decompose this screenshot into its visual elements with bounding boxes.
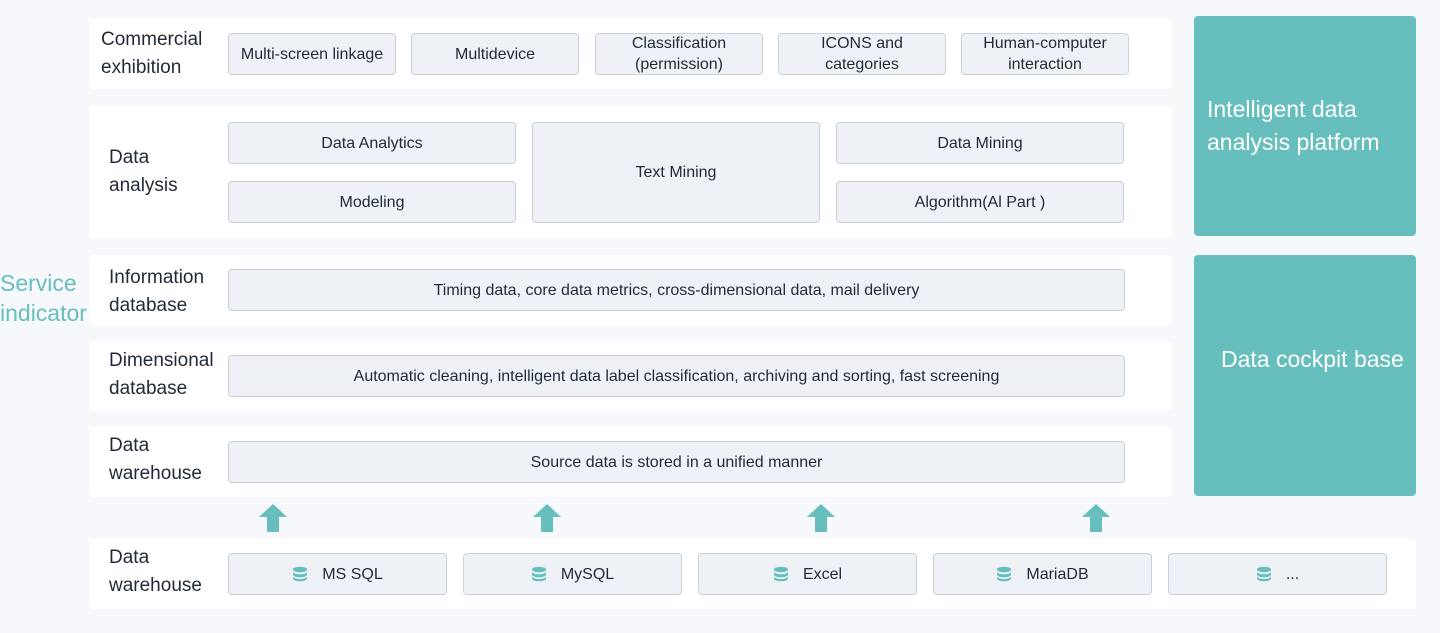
data-warehouse-label: Data warehouse xyxy=(109,435,202,484)
source-mariadb: MariaDB xyxy=(933,553,1152,595)
source-mysql-label: MySQL xyxy=(560,565,615,583)
data-cockpit-label: Data cockpit base xyxy=(1221,346,1404,372)
information-database-label: Information database xyxy=(109,267,205,316)
data-cockpit-card: Data cockpit base xyxy=(1194,255,1416,496)
database-icon xyxy=(531,566,546,582)
database-icon xyxy=(293,566,308,582)
up-arrow-icon xyxy=(1082,504,1110,532)
source-more: ... xyxy=(1168,553,1387,595)
up-arrow-icon xyxy=(807,504,835,532)
service-indicator-label: Service indicator xyxy=(0,270,87,326)
multidevice-chip: Multidevice xyxy=(411,33,579,75)
source-ms-sql: MS SQL xyxy=(228,553,447,595)
up-arrow-icon xyxy=(533,504,561,532)
dimensional-database-label: Dimensional database xyxy=(109,350,214,399)
source-excel-label: Excel xyxy=(802,565,843,583)
source-mariadb-label: MariaDB xyxy=(1026,565,1089,583)
data-sources-label: Data warehouse xyxy=(109,547,202,596)
multi-screen-linkage-chip: Multi-screen linkage xyxy=(228,33,396,75)
source-excel: Excel xyxy=(698,553,917,595)
database-icon xyxy=(773,566,788,582)
source-more-label: ... xyxy=(1285,565,1300,583)
information-database-chip: Timing data, core data metrics, cross-di… xyxy=(228,269,1125,311)
algorithm-chip: Algorithm(Al Part ) xyxy=(836,181,1124,223)
source-ms-sql-label: MS SQL xyxy=(322,565,383,583)
modeling-chip: Modeling xyxy=(228,181,516,223)
intelligent-platform-card: Intelligent data analysis platform xyxy=(1194,16,1416,236)
human-computer-chip: Human-computer interaction xyxy=(961,33,1129,75)
database-icon xyxy=(997,566,1012,582)
classification-chip: Classification (permission) xyxy=(595,33,763,75)
text-mining-chip: Text Mining xyxy=(532,122,820,223)
source-mysql: MySQL xyxy=(463,553,682,595)
commercial-exhibition-label: Commercial exhibition xyxy=(101,29,203,78)
data-analytics-chip: Data Analytics xyxy=(228,122,516,164)
database-icon xyxy=(1256,566,1271,582)
data-warehouse-chip: Source data is stored in a unified manne… xyxy=(228,441,1125,483)
up-arrow-icon xyxy=(259,504,287,532)
intelligent-platform-label: Intelligent data analysis platform xyxy=(1207,96,1380,155)
data-mining-chip: Data Mining xyxy=(836,122,1124,164)
icons-categories-chip: ICONS and categories xyxy=(778,33,946,75)
dimensional-database-chip: Automatic cleaning, intelligent data lab… xyxy=(228,355,1125,397)
data-analysis-label: Data analysis xyxy=(109,147,178,196)
